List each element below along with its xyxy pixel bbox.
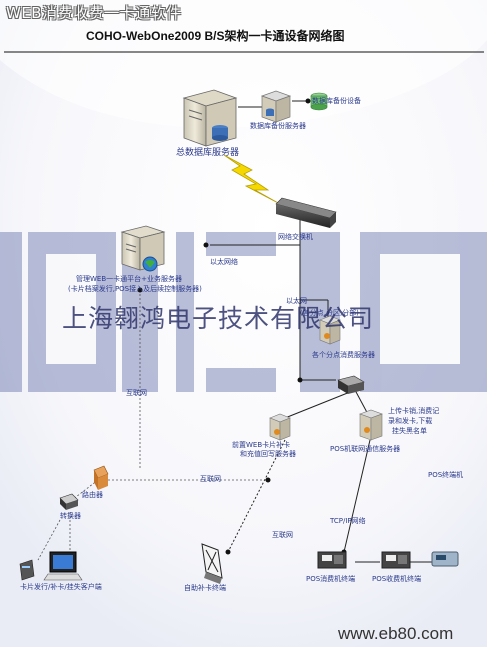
internet-bottom-label: 互联网: [272, 531, 293, 539]
router-label: 路由器: [82, 491, 103, 499]
branch-pos-server-icon: [319, 315, 341, 345]
pos-gateway-server-icon: [359, 409, 383, 441]
pos-gateway-note-line3: 挂失黑名单: [392, 427, 427, 435]
pos-terminal-icon: [431, 551, 459, 567]
web-platform-server-label-line2: (卡片档案发行,POS接入及后续控制服务器): [68, 285, 202, 293]
card-reader-icon: [19, 559, 35, 581]
ethernet-label: 以太网络: [210, 258, 238, 266]
db-backup-device-icon: [310, 92, 328, 111]
web-platform-server-label-line1: 管理WEB一卡通平台+业务服务器: [76, 275, 183, 283]
ethernet-right-label: 以太网: [286, 297, 307, 305]
network-switch-icon: [275, 197, 337, 228]
pos-gateway-note-line1: 上传卡销,消费记: [388, 407, 440, 415]
connections: [210, 100, 432, 563]
adapter-icon: [59, 493, 79, 510]
branch-switch-icon: [337, 375, 365, 394]
card-reader-client-label: 卡片发行/补卡/挂失客户端: [20, 583, 102, 591]
pos-terminal-label: POS终端机: [428, 471, 464, 479]
company-watermark: 上海翱鸿电子技术有限公司: [62, 304, 375, 333]
front-server-label-line2: 和充值回写服务器: [240, 450, 296, 458]
internet-left-label: 互联网: [126, 389, 147, 397]
front-server-icon: [269, 413, 291, 441]
site-watermark: www.eb80.com: [338, 624, 454, 643]
pos-consumer-label: POS消费机终端: [306, 575, 356, 583]
main-db-server-icon: [182, 89, 238, 147]
main-db-server-label: 总数据库服务器: [176, 148, 240, 158]
web-platform-server-icon: [120, 225, 166, 272]
auto-recharge-icon: [201, 543, 223, 584]
front-server-label-line1: 前置WEB卡片补卡: [232, 441, 291, 449]
auto-recharge-label: 自助补卡终端: [184, 584, 226, 592]
network-switch-label: 网络交换机: [278, 233, 313, 241]
branch-note-label: (各分点,分区,分部): [300, 309, 359, 317]
db-backup-device-label: 数据库备份设备: [312, 97, 361, 105]
adapter-label: 转换器: [60, 512, 81, 520]
page-subtitle: COHO-WebOne2009 B/S架构一卡通设备网络图: [86, 29, 345, 43]
pos-gateway-server-label: POS机联网通信服务器: [330, 445, 401, 453]
page-title: WEB消费收费一卡通软件: [6, 4, 182, 22]
db-backup-server-icon: [260, 90, 292, 123]
db-backup-server-label: 数据库备份服务器: [250, 122, 306, 130]
client-pc-icon: [43, 551, 83, 581]
pos-charger-label: POS收费机终端: [372, 575, 422, 583]
router-icon: [93, 465, 109, 490]
pos-consumer-icon: [317, 551, 347, 569]
pos-charger-icon: [381, 551, 411, 569]
internet-mid-label: 互联网: [200, 475, 221, 483]
branch-pos-server-label: 各个分点消费服务器: [312, 351, 375, 359]
pos-gateway-note-line2: 录和发卡,下载: [388, 417, 433, 425]
tcpip-network-label: TCP/IP网络: [330, 517, 366, 525]
